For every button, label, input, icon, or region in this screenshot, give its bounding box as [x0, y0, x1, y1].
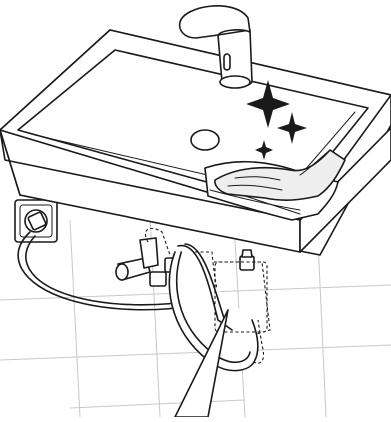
washbasin — [0, 30, 391, 255]
wall-valve — [240, 250, 254, 270]
power-outlet-icon — [15, 200, 57, 242]
